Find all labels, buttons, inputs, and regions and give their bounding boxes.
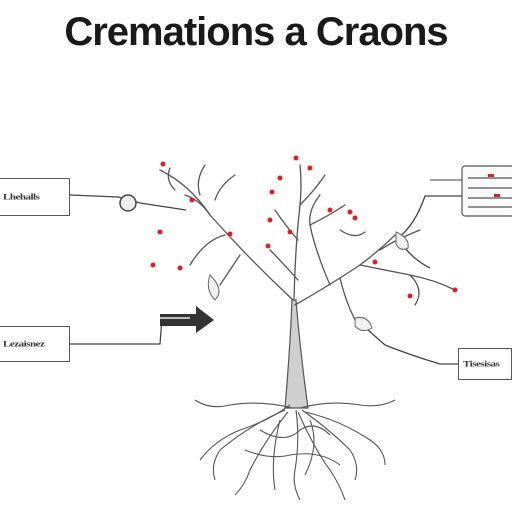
connector-top-right	[397, 195, 462, 269]
tree-branches	[159, 164, 456, 321]
label-box-bottom-right: Tisesisas	[458, 348, 512, 380]
top-right-device	[461, 165, 512, 217]
leaf-shapes	[207, 231, 409, 332]
label-box-mid-left: Lezaisnez	[0, 326, 70, 362]
label-text: Tisesisas	[463, 359, 500, 369]
label-box-top-left: Lhehalls	[0, 178, 70, 216]
diagram-title: Cremations a Craons	[64, 10, 448, 54]
connector-bottom-right	[367, 329, 460, 365]
connector-mid-left	[70, 317, 163, 345]
node-circle	[119, 194, 137, 212]
tree-trunk	[284, 299, 309, 409]
red-berries	[150, 155, 458, 328]
label-text: Lhehalls	[3, 192, 40, 202]
tree-roots	[194, 399, 396, 501]
arrow-icon	[160, 306, 214, 333]
label-text: Lezaisnez	[3, 339, 45, 349]
